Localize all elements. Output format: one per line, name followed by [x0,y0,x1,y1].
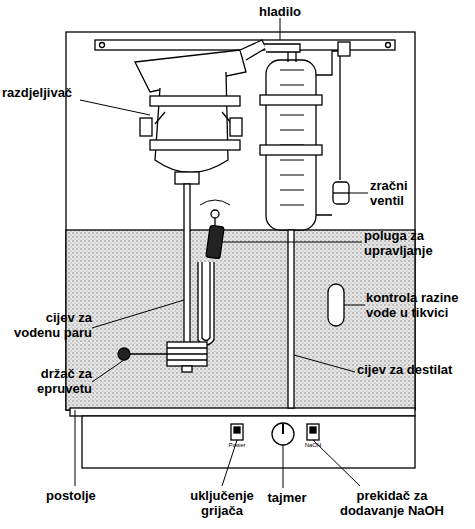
part-label: kontrola razine vode u tikvici [366,290,474,320]
water-bath [66,230,415,410]
part-label: prekidač za dodavanje NaOH [332,488,452,518]
part-label: držač za epruvetu [4,366,92,396]
part-label: razdjeljivač [2,85,92,100]
part-label: postolje [46,488,116,503]
part-label: uključenje grijača [180,488,264,518]
cabinet-frame [66,32,415,410]
part-label: cijev za vodenu paru [6,310,92,340]
panel-marking: Power [226,442,248,449]
level-window [328,284,344,326]
part-label: hladilo [250,4,310,19]
panel-marking: NaOH [302,442,324,449]
distillate-tube [288,230,294,408]
part-label: tajmer [262,490,312,505]
part-label: zračni ventil [370,178,430,208]
part-label: poluga za upravljanje [364,228,464,258]
control-panel [82,416,415,468]
part-label: cijev za destilat [357,362,457,377]
leader-lines [75,18,368,488]
steam-tube [184,184,190,344]
